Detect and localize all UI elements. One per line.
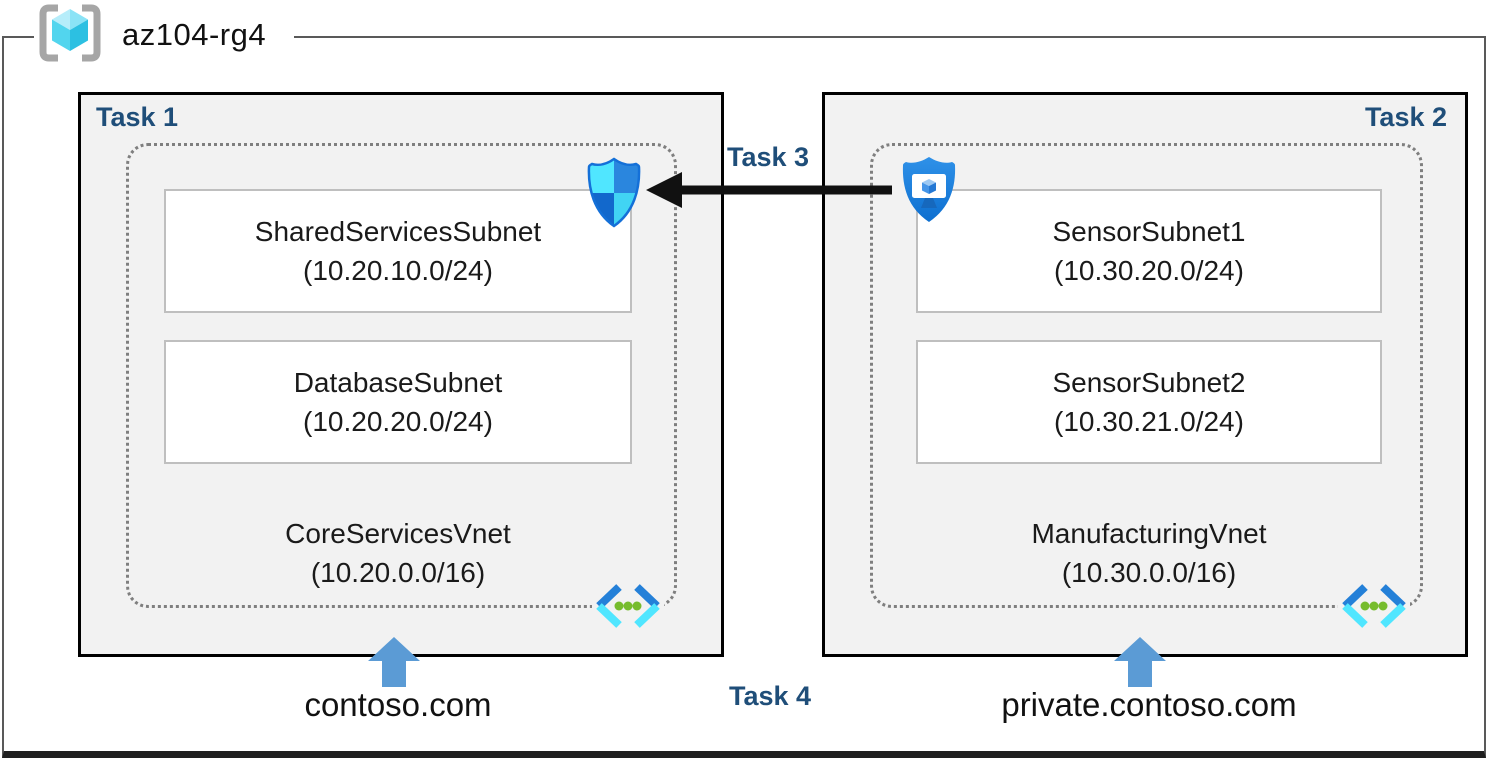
- bastion-icon: [897, 155, 961, 230]
- task1-label: Task 1: [96, 102, 179, 132]
- task2-label: Task 2: [1364, 102, 1447, 132]
- subnet-cidr: (10.30.20.0/24): [1054, 255, 1244, 286]
- subnet-cidr: (10.20.10.0/24): [303, 255, 493, 286]
- subnet-database: DatabaseSubnet (10.20.20.0/24): [164, 340, 632, 464]
- subnet-sensor1: SensorSubnet1 (10.30.20.0/24): [916, 189, 1382, 313]
- resource-group-icon: [38, 4, 102, 67]
- subnet-name: SensorSubnet2: [1052, 367, 1246, 398]
- subnet-name: SharedServicesSubnet: [254, 216, 542, 247]
- vnet-boundary-manufacturing: [870, 143, 1423, 608]
- resource-group-frame: [2, 36, 1486, 758]
- task3-label: Task 3: [726, 142, 810, 172]
- network-security-group-icon: [583, 155, 645, 236]
- subnet-sensor2: SensorSubnet2 (10.30.21.0/24): [916, 340, 1382, 464]
- vnet-name-manufacturing: ManufacturingVnet (10.30.0.0/16): [916, 514, 1382, 592]
- virtual-network-icon: [592, 583, 664, 634]
- up-arrow-icon: [368, 637, 420, 692]
- task4-label: Task 4: [728, 681, 812, 711]
- up-arrow-icon: [1114, 637, 1166, 692]
- vnet-cidr: (10.20.0.0/16): [310, 557, 486, 588]
- vnet-name: CoreServicesVnet: [285, 518, 511, 549]
- vnet-boundary-coreservices: [126, 143, 677, 608]
- dns-zone-private-contoso: private.contoso.com: [1001, 686, 1297, 723]
- vnet-name: ManufacturingVnet: [1031, 518, 1267, 549]
- virtual-network-icon: [1338, 583, 1410, 634]
- dns-zone-contoso: contoso.com: [304, 686, 492, 723]
- subnet-name: DatabaseSubnet: [293, 367, 503, 398]
- subnet-cidr: (10.20.20.0/24): [303, 406, 493, 437]
- subnet-sharedservices: SharedServicesSubnet (10.20.10.0/24): [164, 189, 632, 313]
- resource-group-name: az104-rg4: [122, 17, 267, 52]
- resource-group-header: az104-rg4: [34, 4, 295, 67]
- left-arrow-icon: [640, 162, 900, 223]
- subnet-cidr: (10.30.21.0/24): [1054, 406, 1244, 437]
- vnet-cidr: (10.30.0.0/16): [1061, 557, 1237, 588]
- vnet-name-coreservices: CoreServicesVnet (10.20.0.0/16): [164, 514, 632, 592]
- subnet-name: SensorSubnet1: [1052, 216, 1246, 247]
